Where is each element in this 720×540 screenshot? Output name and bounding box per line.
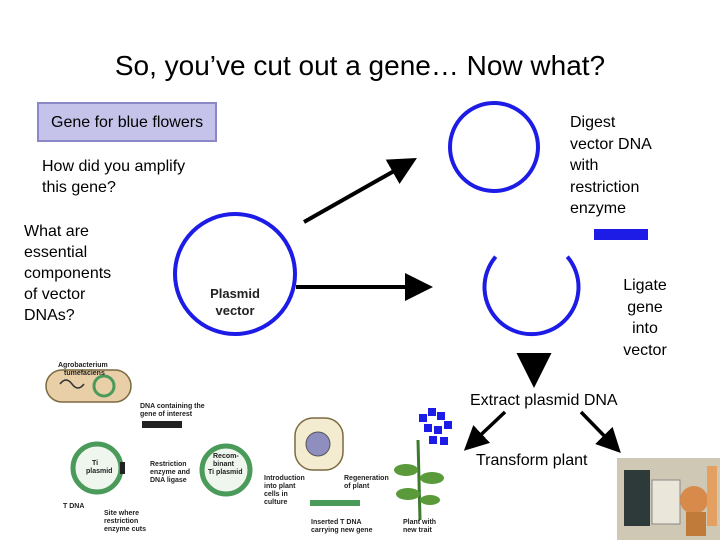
recombinant-label-line: binant — [213, 461, 235, 468]
step1-label-line: DNA ligase — [150, 477, 187, 484]
digest-step-line: with — [570, 157, 599, 174]
components-question-line: essential — [24, 244, 88, 261]
site-where-label-line: Site where — [104, 510, 139, 517]
plasmid-vector-label: Plasmid vector — [200, 285, 270, 319]
dna-containing-label-line: gene of interest — [140, 411, 193, 418]
agrobacterium-label-line: tumefaciens — [64, 370, 105, 377]
t-dna-label: T DNA — [63, 503, 84, 510]
plasmid-label-line: Plasmid — [210, 286, 260, 301]
step2-label-line: cells in — [264, 491, 288, 498]
site-where-label-line: restriction — [104, 518, 138, 525]
extract-step-text: Extract plasmid DNA — [470, 392, 618, 409]
gene-box: Gene for blue flowers — [37, 102, 217, 142]
ti-plasmid-small-icon — [92, 374, 116, 398]
components-question-line: DNAs? — [24, 307, 75, 324]
components-question-line: What are — [24, 223, 89, 240]
components-question: What are essential components of vector … — [24, 221, 111, 326]
plasmid-label-line: vector — [215, 303, 255, 318]
ligate-step-text: Ligate gene into vector — [610, 275, 680, 361]
digest-step-line: restriction — [570, 178, 640, 196]
step2-label-line: into plant — [264, 483, 296, 490]
step2-label-line: Introduction — [264, 475, 305, 482]
agrobacterium-label-line: Agrobacterium — [58, 362, 108, 369]
site-where-label-line: enzyme cuts — [104, 526, 146, 533]
digest-step-text: Digest vector DNA with restriction enzym… — [570, 112, 652, 220]
plasmid-vector-circle — [173, 212, 297, 336]
dna-containing-label-line: DNA containing the — [140, 403, 205, 410]
recombinant-label-line: Ti plasmid — [208, 469, 243, 476]
gene-fragment-bar — [594, 229, 648, 240]
recombinant-label-line: Recom- — [213, 453, 239, 460]
arrow-left-transform — [463, 410, 507, 451]
amplify-question: How did you amplify this gene? — [42, 156, 185, 198]
cut-vector-circle — [482, 255, 581, 337]
gene-of-interest-fragment — [142, 421, 182, 428]
amplify-question-line: this gene? — [42, 179, 116, 196]
ligate-step-line: vector — [623, 341, 667, 359]
ligate-step-line: into — [632, 320, 658, 337]
digest-step-line: Digest — [570, 114, 616, 131]
arrow-right-lab — [579, 410, 621, 454]
agrobacterium-figure: Agrobacterium tumefaciens DNA containing… — [45, 362, 444, 534]
step1-label-line: Restriction — [150, 461, 187, 468]
components-question-line: of vector — [24, 286, 86, 303]
transform-step-text: Transform plant — [476, 452, 588, 469]
amplify-question-line: How did you amplify — [42, 158, 186, 175]
inserted-label-line: carrying new gene — [311, 527, 373, 534]
ti-plasmid-label-line: Ti — [92, 460, 98, 467]
ti-plasmid-label-line: plasmid — [86, 468, 112, 475]
step1-label-line: enzyme and — [150, 469, 190, 476]
plant-new-trait-label-line: new trait — [403, 527, 432, 534]
regenerated-plant-icon — [394, 439, 444, 521]
t-dna-segment — [120, 462, 125, 474]
dna-checker-graphic — [419, 408, 452, 445]
inserted-label-line: Inserted T DNA — [311, 519, 362, 526]
ligate-step-line: gene — [627, 298, 663, 316]
bacterial-dna-icon — [59, 379, 85, 389]
plant-new-trait-label-line: Plant with — [403, 519, 436, 526]
step2-label-line: culture — [264, 499, 287, 506]
vector-circle-top — [448, 101, 540, 193]
components-question-line: components — [24, 265, 112, 282]
lab-equipment-photo — [617, 458, 720, 540]
arrow-to-digest — [303, 158, 417, 224]
plant-cell-nucleus — [305, 431, 331, 457]
digest-step-line: vector DNA — [570, 135, 652, 153]
inserted-t-dna-segment — [310, 500, 360, 506]
ligate-step-line: Ligate — [623, 277, 667, 294]
step3-label-line: Regeneration — [344, 475, 389, 482]
digest-step-line: enzyme — [570, 200, 627, 217]
slide-title: So, you’ve cut out a gene… Now what? — [114, 50, 606, 81]
step3-label-line: of plant — [344, 483, 370, 490]
recombinant-plasmid-circle — [199, 443, 253, 497]
